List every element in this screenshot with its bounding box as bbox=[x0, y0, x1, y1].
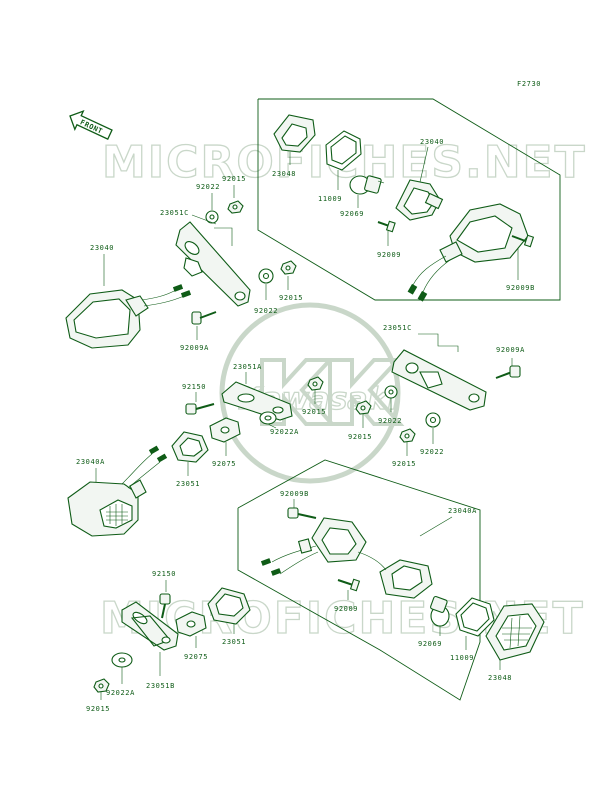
label-92009a-b: 92009A bbox=[496, 346, 525, 354]
label-92022-b: 92022 bbox=[254, 307, 278, 315]
nut-92015-c bbox=[355, 400, 372, 415]
label-92009-top: 92009 bbox=[377, 251, 401, 259]
label-92015-e: 92015 bbox=[392, 460, 416, 468]
bolt-92150-a bbox=[185, 403, 215, 415]
label-23040-left: 23040 bbox=[90, 244, 114, 252]
label-92069-top: 92069 bbox=[340, 210, 364, 218]
turn-signal-23040-left bbox=[65, 284, 192, 349]
nut-92015-e bbox=[307, 376, 324, 391]
screw-92009b-top bbox=[511, 234, 535, 248]
socket-housing-bottom bbox=[357, 551, 433, 599]
amber-lens-pattern bbox=[106, 504, 128, 526]
front-arrow-icon: FRONT bbox=[69, 110, 113, 140]
gasket-11009-top bbox=[325, 130, 362, 171]
bracket-23051c-right bbox=[391, 349, 487, 411]
washer-92022a-a bbox=[259, 411, 277, 425]
screw-92009-mid bbox=[337, 578, 361, 592]
washer-92022a-b bbox=[111, 652, 133, 668]
label-23051a: 23051A bbox=[233, 363, 262, 371]
label-23051c-b: 23051C bbox=[383, 324, 412, 332]
spacer-92075-b bbox=[175, 611, 207, 637]
label-23051-a: 23051 bbox=[176, 480, 200, 488]
label-23040a-left: 23040A bbox=[76, 458, 105, 466]
label-92075-a: 92075 bbox=[212, 460, 236, 468]
label-92022-a: 92022 bbox=[196, 183, 220, 191]
washer-92022-b bbox=[258, 268, 274, 284]
label-92150-a: 92150 bbox=[182, 383, 206, 391]
turn-signal-body-top bbox=[407, 203, 529, 302]
gasket-11009-mid bbox=[455, 597, 495, 637]
assembly-box-top bbox=[257, 98, 561, 301]
label-92022-d: 92022 bbox=[420, 448, 444, 456]
label-11009-mid: 11009 bbox=[450, 654, 474, 662]
screw-92009a-left bbox=[191, 311, 217, 325]
nut-92015-b bbox=[280, 260, 297, 275]
nut-92015-f bbox=[93, 678, 110, 693]
washer-92022-c bbox=[384, 385, 398, 399]
label-11009-top: 11009 bbox=[318, 195, 342, 203]
label-92015-d: 92015 bbox=[348, 433, 372, 441]
label-23051-b: 23051 bbox=[222, 638, 246, 646]
grommet-23051-a bbox=[171, 431, 209, 463]
screw-92009b-mid bbox=[287, 507, 317, 519]
label-92009a-a: 92009A bbox=[180, 344, 209, 352]
washer-92022-d bbox=[425, 412, 441, 428]
label-92015-f: 92015 bbox=[86, 705, 110, 713]
spacer-92075-a bbox=[209, 417, 241, 443]
turn-signal-body-bottom bbox=[260, 517, 367, 576]
label-92150-b: 92150 bbox=[152, 570, 176, 578]
grommet-23051-b bbox=[207, 587, 251, 625]
label-92022a-a: 92022A bbox=[270, 428, 299, 436]
bolt-92150-b bbox=[159, 593, 171, 619]
washer-92022-a bbox=[205, 210, 219, 224]
label-92009-mid: 92009 bbox=[334, 605, 358, 613]
lens-23048-top bbox=[273, 114, 316, 153]
label-23051c-a: 23051C bbox=[160, 209, 189, 217]
label-23051b: 23051B bbox=[146, 682, 175, 690]
label-23040-top: 23040 bbox=[420, 138, 444, 146]
label-92015-b: 92015 bbox=[279, 294, 303, 302]
turn-signal-23040a-left bbox=[67, 445, 168, 537]
nut-92015-a bbox=[227, 200, 244, 214]
bracket-23051a bbox=[221, 381, 293, 421]
screw-92009-top bbox=[377, 220, 396, 233]
label-92022a-b: 92022A bbox=[106, 689, 135, 697]
label-92009b-top: 92009B bbox=[506, 284, 535, 292]
lens-23048-mid bbox=[485, 603, 545, 661]
label-92022-c: 92022 bbox=[378, 417, 402, 425]
socket-housing-top bbox=[395, 179, 444, 221]
label-92075-b: 92075 bbox=[184, 653, 208, 661]
label-92009b-mid: 92009B bbox=[280, 490, 309, 498]
lens-grid-pattern bbox=[502, 615, 532, 649]
bracket-23051b bbox=[121, 601, 179, 651]
screw-92009a-right bbox=[495, 365, 521, 379]
diagram-id: F2730 bbox=[517, 80, 541, 88]
label-92015-c: 92015 bbox=[302, 408, 326, 416]
label-92069-mid: 92069 bbox=[418, 640, 442, 648]
label-92015-a: 92015 bbox=[222, 175, 246, 183]
label-23048-mid: 23048 bbox=[488, 674, 512, 682]
label-23048-top: 23048 bbox=[272, 170, 296, 178]
nut-92015-d bbox=[399, 428, 416, 443]
bulb-92069-top bbox=[349, 175, 385, 195]
bracket-23051c-left bbox=[175, 221, 251, 307]
assembly-box-bottom bbox=[237, 459, 481, 701]
bulb-92069-mid bbox=[430, 595, 450, 627]
label-23040a-right: 23040A bbox=[448, 507, 477, 515]
